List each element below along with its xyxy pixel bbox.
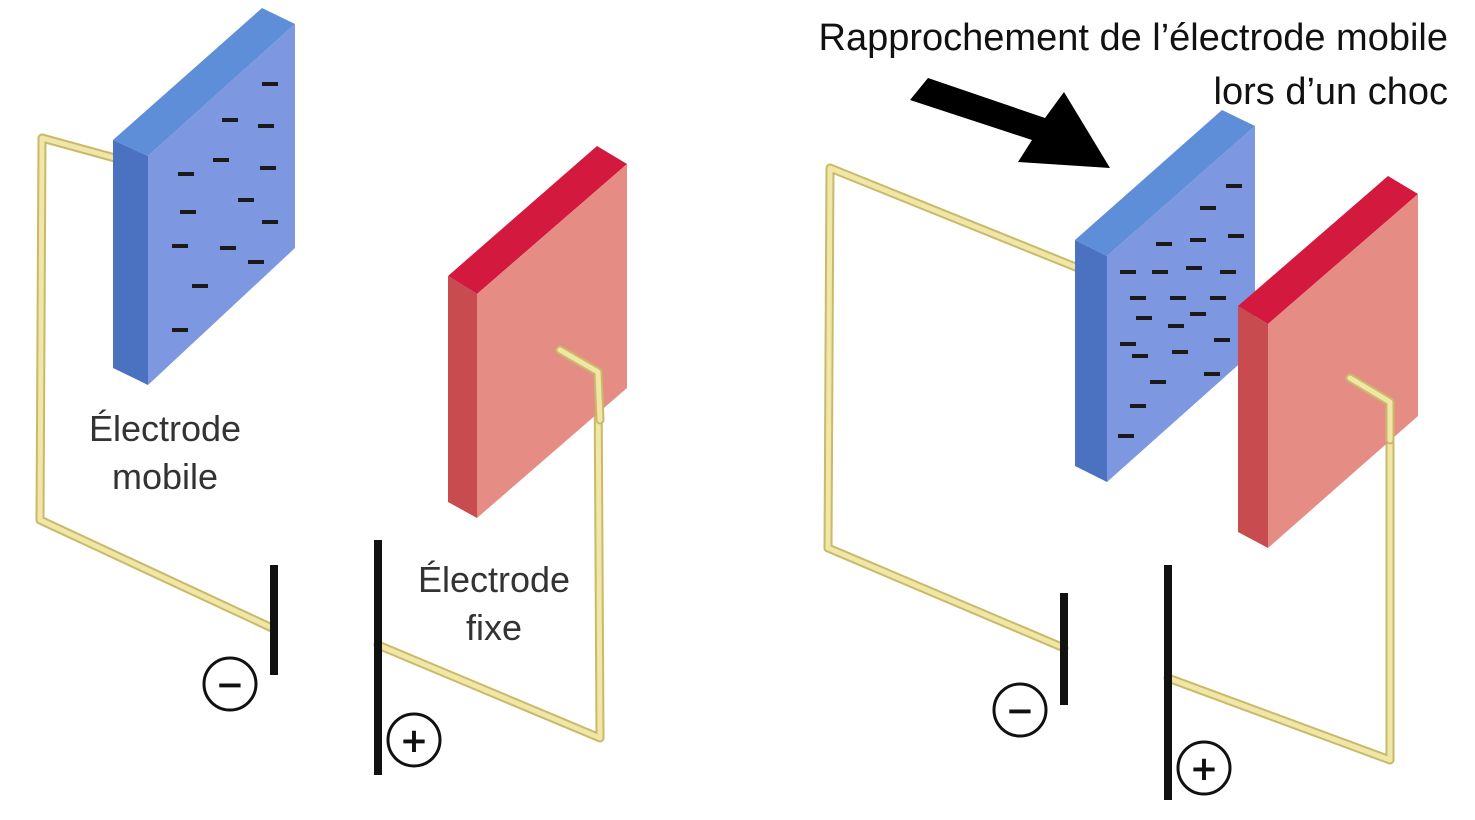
fixed-electrode-label-line2: fixe bbox=[466, 607, 522, 648]
right-fixed-electrode bbox=[1238, 176, 1418, 548]
electrode-front-face bbox=[1268, 194, 1418, 548]
electrode-top-face bbox=[113, 8, 295, 156]
svg-text:−: − bbox=[1006, 691, 1035, 731]
electrode-top-face bbox=[448, 146, 627, 294]
electrode-side-face bbox=[1238, 306, 1268, 548]
electrode-front-face bbox=[1107, 126, 1255, 482]
left-battery bbox=[270, 540, 382, 775]
black-arrow-icon bbox=[910, 78, 1110, 168]
svg-text:−: − bbox=[216, 665, 245, 705]
svg-text:+: + bbox=[400, 721, 429, 761]
electrode-top-face bbox=[1238, 176, 1418, 324]
svg-text:+: + bbox=[1190, 749, 1219, 789]
minus-circle-icon: − bbox=[202, 656, 258, 712]
plus-circle-icon: + bbox=[386, 712, 442, 768]
fixed-electrode-label-line1: Électrode bbox=[418, 559, 570, 600]
electrode-side-face bbox=[448, 276, 477, 518]
left-mobile-electrode bbox=[113, 8, 295, 385]
shock-label-line2: lors d’un choc bbox=[1214, 71, 1448, 113]
left-panel: − + Électrode mobile Électrode fixe bbox=[35, 8, 627, 775]
plus-circle-icon: + bbox=[1176, 740, 1232, 796]
electrode-side-face bbox=[1075, 240, 1107, 482]
right-mobile-electrode bbox=[1075, 110, 1255, 482]
right-battery bbox=[1060, 565, 1172, 800]
electrode-front-face bbox=[477, 164, 627, 518]
mobile-electrode-label-line1: Électrode bbox=[89, 408, 241, 449]
left-fixed-electrode bbox=[448, 146, 627, 518]
electrode-side-face bbox=[113, 140, 148, 385]
minus-circle-icon: − bbox=[992, 682, 1048, 738]
shock-label-line1: Rapprochement de l’électrode mobile bbox=[819, 17, 1448, 59]
electrode-front-face bbox=[148, 24, 295, 385]
negative-charges bbox=[172, 82, 278, 332]
right-panel: Rapprochement de l’électrode mobile lors… bbox=[819, 17, 1448, 800]
electrode-top-face bbox=[1075, 110, 1255, 256]
mobile-electrode-label-line2: mobile bbox=[112, 456, 218, 497]
negative-charges bbox=[1118, 184, 1244, 438]
